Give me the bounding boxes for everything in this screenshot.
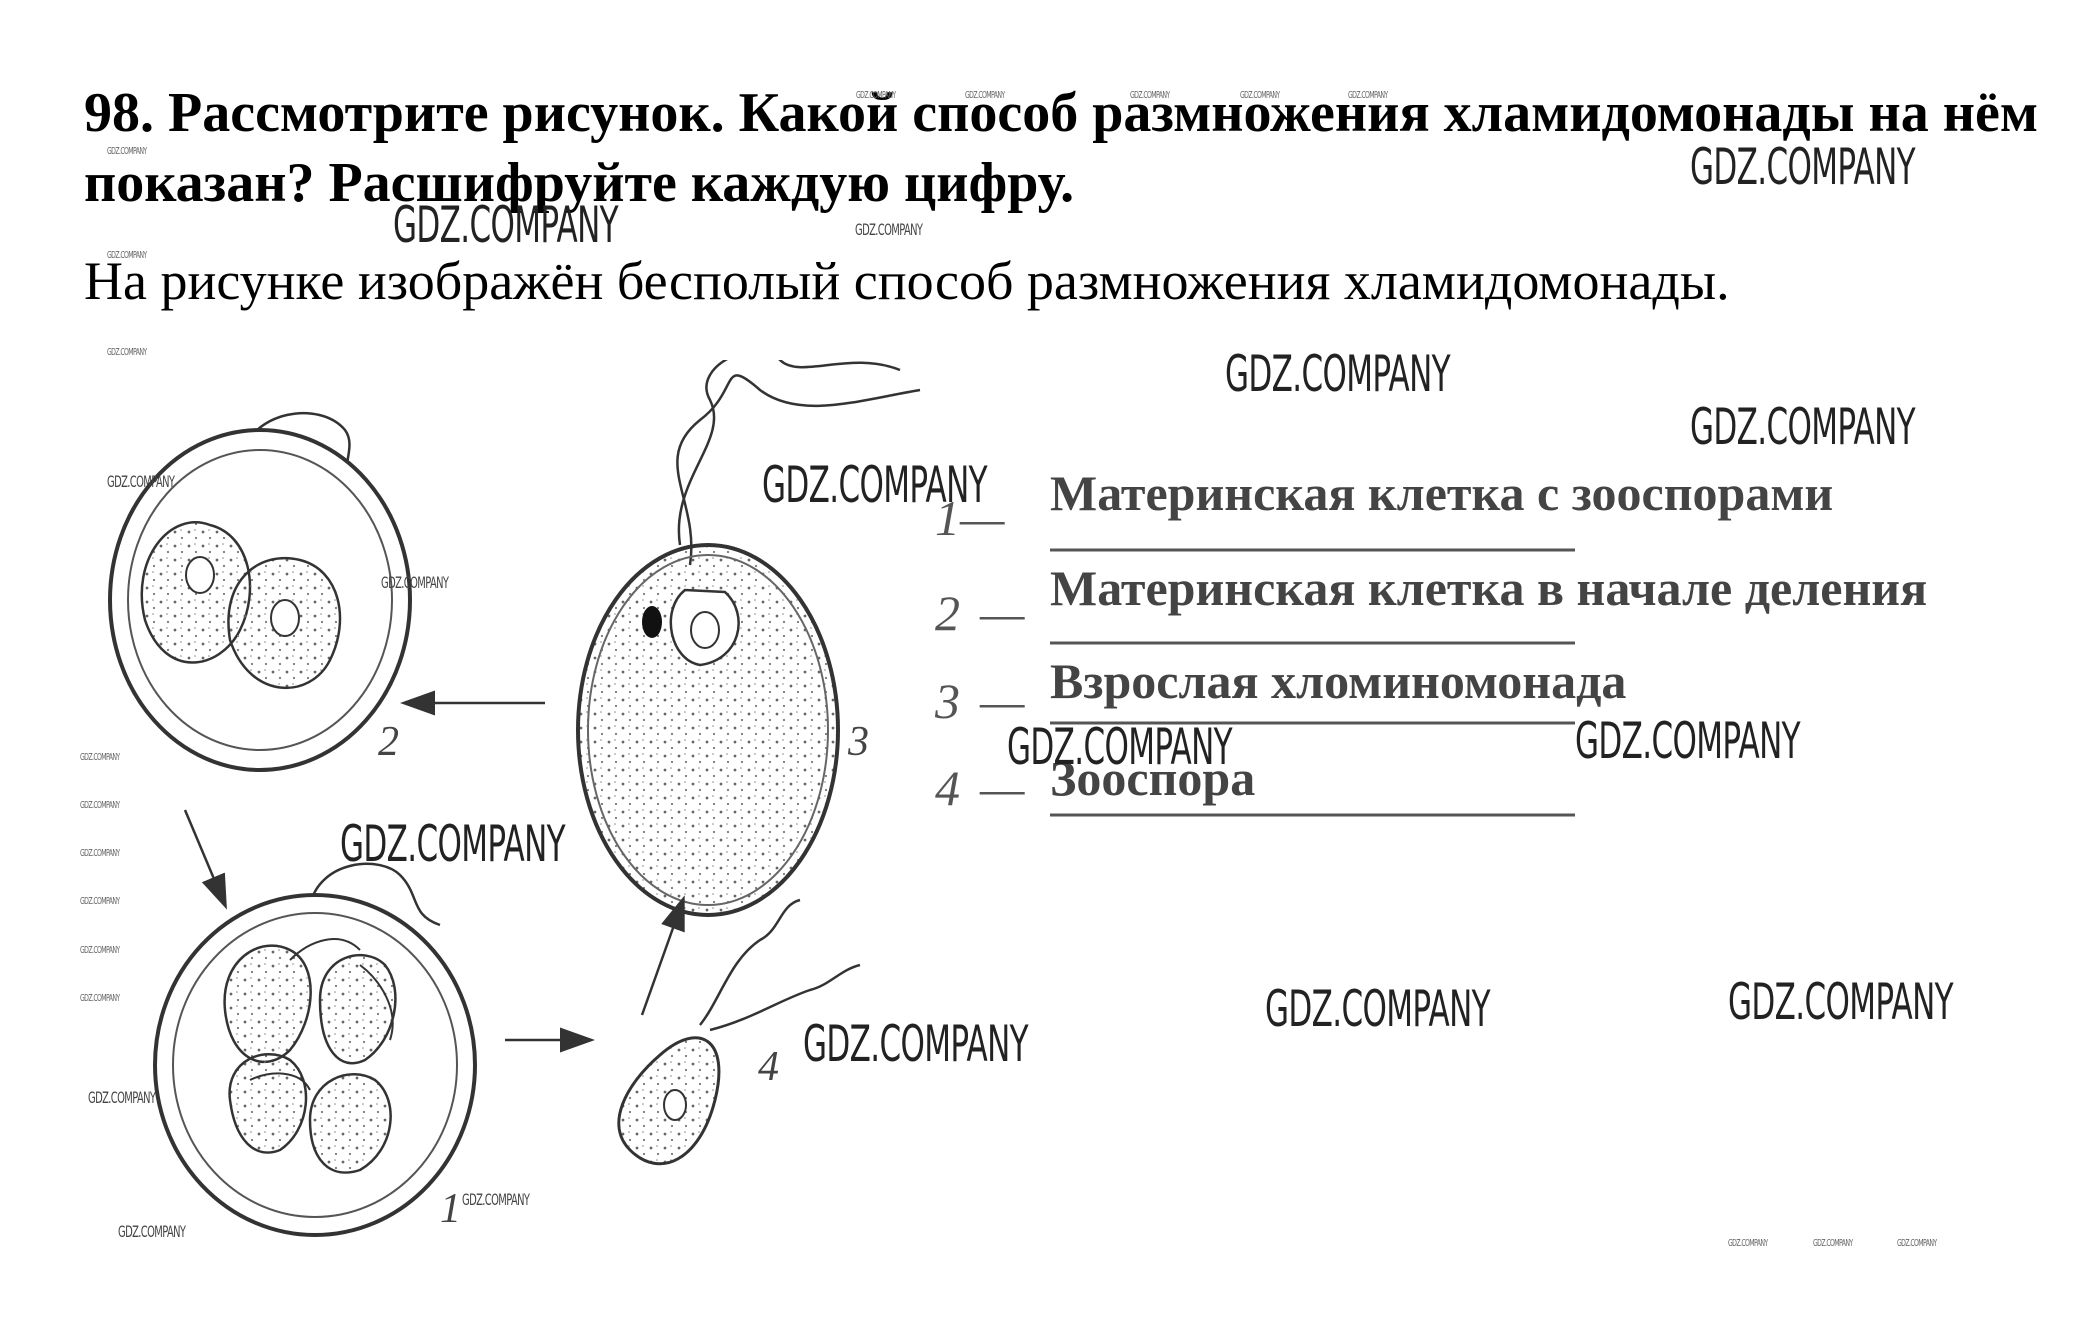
- watermark: GDZ.COMPANY: [107, 347, 147, 358]
- legend-text-1: Материнская клетка с зооспорами: [1050, 465, 1833, 521]
- watermark: GDZ.COMPANY: [1897, 1238, 1937, 1249]
- mother-cell-1: [153, 862, 477, 1237]
- legend-text-4: Зооспора: [1050, 750, 1255, 806]
- mother-cell-2: [108, 411, 412, 772]
- watermark: GDZ.COMPANY: [1728, 973, 1954, 1031]
- figure-label-3: 3: [847, 719, 869, 765]
- legend-dash-2: —: [979, 585, 1025, 641]
- legend-num-1: 1: [935, 490, 960, 546]
- watermark: GDZ.COMPANY: [965, 90, 1005, 101]
- arrow-4-to-3: [640, 895, 685, 1016]
- watermark: GDZ.COMPANY: [1690, 138, 1916, 196]
- legend-num-2: 2: [935, 585, 960, 641]
- watermark: GDZ.COMPANY: [381, 573, 449, 592]
- watermark: GDZ.COMPANY: [762, 456, 988, 514]
- chlamydomonas-figure: 2 3 4 1 1 — Материнская клетка с зооспор…: [108, 360, 1927, 1237]
- watermark: GDZ.COMPANY: [340, 815, 566, 873]
- figure-label-2: 2: [378, 719, 399, 765]
- legend-dash-1: —: [959, 490, 1005, 546]
- watermark: GDZ.COMPANY: [855, 220, 923, 239]
- figure-label-1: 1: [440, 1186, 461, 1232]
- watermark: GDZ.COMPANY: [1265, 980, 1491, 1038]
- watermark: GDZ.COMPANY: [107, 250, 147, 261]
- cycle-arrows: [183, 690, 685, 1053]
- watermark: GDZ.COMPANY: [856, 90, 896, 101]
- legend-dash-4: —: [979, 760, 1025, 816]
- watermark: GDZ.COMPANY: [80, 993, 120, 1004]
- watermark: GDZ.COMPANY: [80, 896, 120, 907]
- watermark: GDZ.COMPANY: [107, 472, 175, 491]
- watermark: GDZ.COMPANY: [80, 752, 120, 763]
- legend-text-3: Взрослая хломиномонада: [1050, 653, 1626, 709]
- watermark: GDZ.COMPANY: [88, 1088, 156, 1107]
- watermark: GDZ.COMPANY: [1007, 718, 1233, 776]
- arrow-2-to-1: [183, 809, 227, 910]
- zoospore-4: [617, 898, 861, 1166]
- watermark: GDZ.COMPANY: [80, 848, 120, 859]
- watermark: GDZ.COMPANY: [107, 146, 147, 157]
- watermark: GDZ.COMPANY: [80, 945, 120, 956]
- adult-cell-3: [576, 360, 921, 917]
- answer-text: На рисунке изображён бесполый способ раз…: [84, 251, 1730, 311]
- legend-dash-3: —: [979, 673, 1025, 729]
- watermark: GDZ.COMPANY: [1240, 90, 1280, 101]
- legend: 1 — Материнская клетка с зооспорами 2 — …: [934, 465, 1927, 817]
- watermark: GDZ.COMPANY: [1575, 712, 1801, 770]
- watermark: GDZ.COMPANY: [393, 196, 619, 254]
- legend-num-4: 4: [935, 760, 960, 816]
- watermark: GDZ.COMPANY: [1130, 90, 1170, 101]
- watermark: GDZ.COMPANY: [1690, 398, 1916, 456]
- watermark: GDZ.COMPANY: [1348, 90, 1388, 101]
- watermark: GDZ.COMPANY: [803, 1015, 1029, 1073]
- legend-num-3: 3: [934, 673, 960, 729]
- question-text: 98. Рассмотрите рисунок. Какой способ ра…: [84, 82, 2039, 214]
- figure-label-4: 4: [758, 1044, 779, 1090]
- watermark: GDZ.COMPANY: [80, 800, 120, 811]
- legend-text-2: Материнская клетка в начале деления: [1050, 560, 1927, 616]
- watermark: GDZ.COMPANY: [118, 1222, 186, 1241]
- watermark: GDZ.COMPANY: [1728, 1238, 1768, 1249]
- watermark: GDZ.COMPANY: [1813, 1238, 1853, 1249]
- watermark: GDZ.COMPANY: [462, 1190, 530, 1209]
- watermark: GDZ.COMPANY: [1225, 345, 1451, 403]
